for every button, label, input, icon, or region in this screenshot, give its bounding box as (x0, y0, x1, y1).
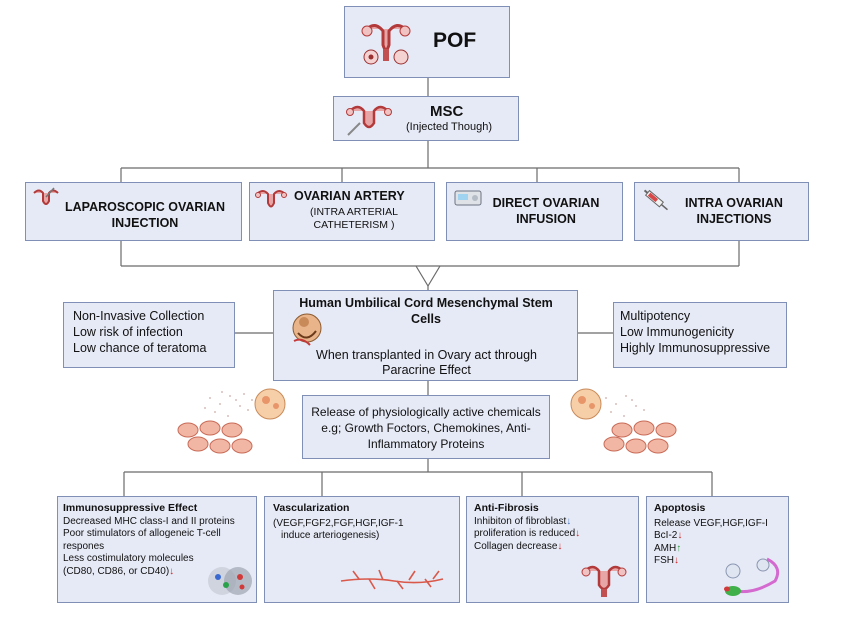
route-artery-title: OVARIAN ARTERY (294, 189, 405, 203)
route-infusion-title: DIRECT OVARIAN INFUSION (492, 196, 600, 226)
effect-line: induce arteriogenesis) (281, 530, 380, 541)
route-laparoscopic-title: LAPAROSCOPIC OVARIAN INJECTION (65, 200, 225, 230)
anti-fibrosis-title: Anti-Fibrosis (474, 502, 539, 514)
right-feature-item: Low Immunogenicity (620, 325, 734, 339)
syringe-icon (643, 189, 668, 211)
uterus-icon (33, 187, 59, 205)
effect-line: Decreased MHC class-I and II proteins (63, 515, 235, 527)
route-infusion-box: DIRECT OVARIAN INFUSION (446, 182, 623, 241)
uterus-icon (346, 105, 392, 136)
mitochondria-icon (724, 557, 780, 596)
baby-icon (292, 313, 322, 346)
effect-line: Poor stimulators of allogeneic T-cell (63, 528, 221, 539)
arrow-down-icon: ↓ (674, 555, 679, 566)
immunosuppressive-title: Immunosuppressive Effect (63, 502, 198, 514)
msc-title: MSC (430, 103, 464, 120)
center-title: Human Umbilical Cord Mesenchymal Stem Ce… (299, 296, 553, 326)
route-laparoscopic-box: LAPAROSCOPIC OVARIAN INJECTION (25, 182, 242, 241)
route-artery-subtitle: (INTRA ARTERIAL CATHETERISM ) (310, 206, 398, 231)
effect-line: Release VEGF,HGF,IGF-I (654, 517, 768, 529)
arrow-down-icon: ↓ (169, 565, 175, 577)
center-text: When transplanted in Ovary act through P… (316, 348, 537, 377)
effect-line: BcI-2 (654, 530, 678, 541)
effect-line: Inhibiton of fibroblast (474, 515, 567, 527)
uterus-icon (581, 565, 627, 597)
effect-line-row: Collagen decrease↓ (474, 541, 631, 554)
center-hucmsc-box: Human Umbilical Cord Mesenchymal Stem Ce… (273, 290, 578, 381)
stem-cell-icon (177, 388, 286, 454)
effect-line-row: (CD80, CD86, or CD40)↓ (63, 566, 251, 579)
right-features-box: Multipotency Low Immunogenicity Highly I… (613, 302, 787, 368)
effect-line-row: FSH↓ (654, 555, 781, 568)
msc-box: MSC (Injected Though) (333, 96, 519, 141)
right-feature-item: Highly Immunosuppressive (620, 341, 771, 355)
effect-line-row: AMH↑ (654, 543, 781, 556)
effect-line: Less costimulatory molecules (63, 553, 194, 564)
release-text: Release of physiologically active chemic… (311, 405, 541, 451)
anti-fibrosis-box: Anti-Fibrosis Inhibiton of fibroblast↓ p… (466, 496, 639, 603)
arrow-up-icon: ↑ (676, 542, 682, 554)
route-artery-box: OVARIAN ARTERY (INTRA ARTERIAL CATHETERI… (249, 182, 435, 241)
route-intra-box: INTRA OVARIAN INJECTIONS (634, 182, 809, 241)
immunosuppressive-box: Immunosuppressive Effect Decreased MHC c… (57, 496, 257, 603)
left-feature-item: Non-Invasive Collection (73, 309, 205, 323)
blood-vessel-icon (340, 569, 444, 590)
effect-line: respones (63, 540, 105, 552)
apoptosis-title: Apoptosis (654, 502, 706, 514)
left-feature-item: Low risk of infection (73, 325, 183, 339)
effect-line-row: proliferation is reduced↓ (474, 528, 631, 541)
effect-line-row: BcI-2↓ (654, 530, 781, 543)
arrow-down-icon: ↓ (575, 528, 581, 539)
uterus-icon (361, 24, 411, 65)
arrow-down-icon: ↓ (677, 530, 683, 541)
infusion-pump-icon (454, 190, 482, 206)
left-features-box: Non-Invasive Collection Low risk of infe… (63, 302, 235, 368)
pof-box: POF (344, 6, 510, 78)
route-intra-title: INTRA OVARIAN INJECTIONS (685, 196, 783, 226)
vascularization-title: Vascularization (273, 502, 350, 514)
effect-line: (CD80, CD86, or CD40) (63, 565, 170, 577)
effect-line: proliferation is reduced (474, 528, 576, 539)
release-box: Release of physiologically active chemic… (302, 395, 550, 459)
effect-line-row: Inhibiton of fibroblast↓ (474, 516, 631, 529)
stem-cell-icon (570, 388, 677, 454)
effect-line: AMH (654, 542, 677, 554)
uterus-icon (255, 190, 287, 208)
cell-cluster-icon (208, 567, 252, 595)
right-feature-item: Multipotency (620, 309, 691, 323)
effect-line: FSH (654, 555, 674, 566)
effect-line: Collagen decrease (474, 540, 558, 552)
msc-subtitle: (Injected Though) (406, 121, 493, 133)
arrow-down-icon: ↓ (557, 540, 563, 552)
arrow-down-icon: ↓ (566, 515, 572, 527)
vascularization-box: Vascularization (VEGF,FGF2,FGF,HGF,IGF-1… (264, 496, 460, 603)
apoptosis-box: Apoptosis Release VEGF,HGF,IGF-I BcI-2↓ … (646, 496, 789, 603)
effect-line: (VEGF,FGF2,FGF,HGF,IGF-1 (273, 517, 404, 529)
pof-title: POF (433, 29, 477, 52)
left-feature-item: Low chance of teratoma (73, 341, 207, 355)
